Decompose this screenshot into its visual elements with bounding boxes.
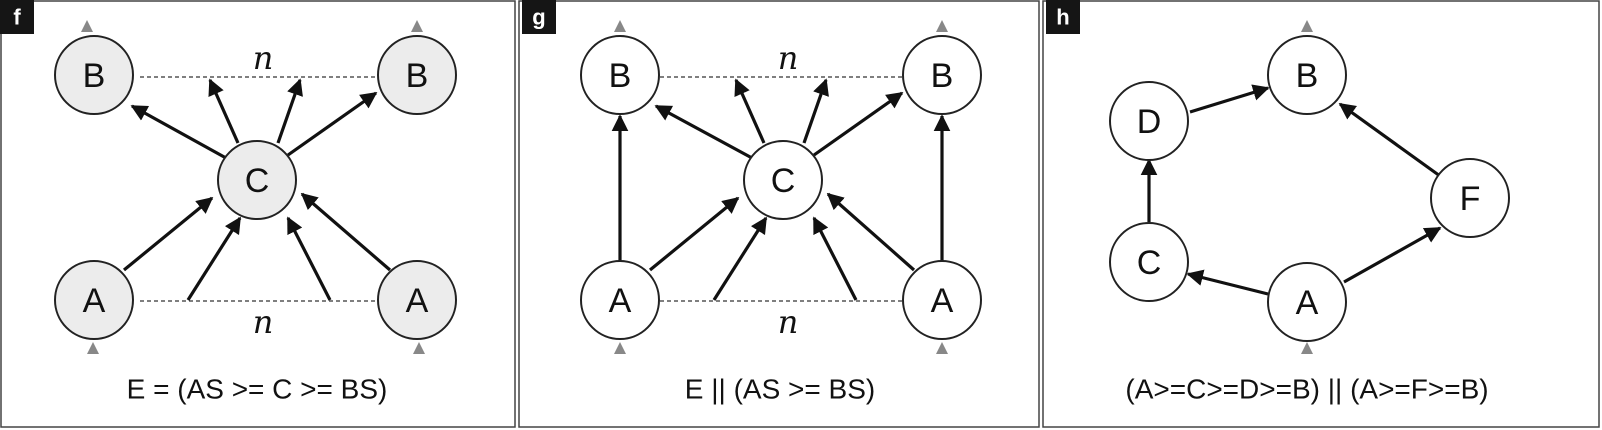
panel-h-node-a-label: A (1296, 284, 1319, 322)
panel-f-node-b-right-label: B (406, 57, 429, 95)
panel-h-tag-background (1046, 0, 1080, 34)
panel-g-edge-c-to-replica-up-right (802, 78, 829, 144)
panel-f-caption: E = (AS >= C >= BS) (127, 374, 388, 405)
panel-h-input-marker (1301, 342, 1313, 354)
panel-f-node-a-right-label: A (406, 282, 429, 320)
panel-h-caption: (A>=C>=D>=B) || (A>=F>=B) (1125, 374, 1488, 405)
panel-h-node-d-label: D (1137, 103, 1162, 141)
panel-f-node-b-right: B (377, 35, 457, 115)
panel-f-output-marker-left (81, 20, 93, 32)
panel-h-node-b-label: B (1296, 57, 1319, 95)
panel-g-edge-c-to-b-left (654, 104, 753, 160)
panel-g-output-marker-right (936, 20, 948, 32)
panel-h-node-a: A (1267, 262, 1347, 342)
panel-f-replication-label-bottom: n (253, 303, 274, 341)
panel-f-node-b-left: B (54, 35, 134, 115)
panel-f-node-a-left: A (54, 260, 134, 340)
panel-f-edge-a-right-to-c (300, 192, 392, 272)
panel-f-input-marker-right (413, 342, 425, 354)
panel-f-edge-c-to-b-left (130, 104, 227, 160)
panel-f-node-c: C (217, 140, 297, 220)
panel-g-edge-c-to-replica-up-left (734, 78, 766, 144)
panel-f-tag: f (13, 5, 21, 30)
panel-f-input-marker-left (87, 342, 99, 354)
panel-h-edge-a-to-f (1343, 226, 1442, 284)
panel-f-node-a-left-label: A (83, 282, 106, 320)
panel-f-node-c-label: C (245, 162, 270, 200)
panel-h: h D B F C A (A>=C>=D>=B) || (A>=F>=B) (1042, 0, 1600, 428)
panel-f-border (0, 0, 516, 428)
panel-f-node-b-left-label: B (83, 57, 106, 95)
panel-h-node-c: C (1109, 222, 1189, 302)
panel-g-node-b-left-label: B (609, 57, 632, 95)
panel-g-node-c: C (743, 140, 823, 220)
panel-h-edge-d-to-b (1189, 84, 1270, 114)
panel-f-edge-replica-low-left-to-c (186, 216, 242, 301)
panel-g-node-b-left: B (580, 35, 660, 115)
panel-g: g n n B B C (518, 0, 1040, 428)
panel-g-edge-replica-low-left-to-c (712, 216, 768, 301)
panel-g-edge-a-left-to-c (648, 196, 740, 272)
panel-h-edge-f-to-b (1338, 102, 1441, 178)
panel-g-tag-background (522, 0, 556, 34)
panel-h-node-d: D (1109, 81, 1189, 161)
panel-g-node-b-right: B (902, 35, 982, 115)
panel-f: f n n B B C (0, 0, 516, 428)
panel-g-edge-replica-low-right-to-c (812, 216, 858, 301)
panel-g-node-a-right: A (902, 260, 982, 340)
panel-g-input-marker-right (936, 342, 948, 354)
panel-h-node-f-label: F (1460, 180, 1481, 218)
panel-f-edge-a-left-to-c (122, 196, 214, 272)
panel-g-node-a-left: A (580, 260, 660, 340)
panel-h-edge-a-to-c (1186, 269, 1269, 296)
panel-f-output-marker-right (411, 20, 423, 32)
panel-g-node-c-label: C (771, 162, 796, 200)
panel-g-border (518, 0, 1040, 428)
panel-h-node-c-label: C (1137, 244, 1162, 282)
panel-g-node-a-right-label: A (931, 282, 954, 320)
panel-h-border (1042, 0, 1600, 428)
panel-g-node-b-right-label: B (931, 57, 954, 95)
panel-g-caption: E || (AS >= BS) (685, 374, 875, 405)
panel-g-node-a-left-label: A (609, 282, 632, 320)
panel-f-node-a-right: A (377, 260, 457, 340)
panel-f-edge-replica-low-right-to-c (286, 216, 332, 301)
panel-h-output-marker (1301, 20, 1313, 32)
panel-g-output-marker-left (614, 20, 626, 32)
panel-g-tag: g (532, 5, 545, 30)
panel-f-edge-c-to-replica-up-right (276, 78, 303, 144)
panel-h-tag: h (1056, 5, 1069, 30)
panel-f-edge-c-to-b-right (287, 91, 378, 157)
panel-f-edge-c-to-replica-up-left (208, 78, 240, 144)
panel-g-edge-c-to-b-right (813, 91, 904, 157)
panel-g-edge-a-right-to-c (826, 192, 916, 272)
panel-f-replication-label-top: n (253, 39, 274, 77)
panel-f-tag-background (0, 0, 34, 34)
panel-h-node-f: F (1430, 158, 1510, 238)
panel-g-input-marker-left (614, 342, 626, 354)
panel-g-replication-label-top: n (778, 39, 799, 77)
panel-h-node-b: B (1267, 35, 1347, 115)
panel-g-replication-label-bottom: n (778, 303, 799, 341)
